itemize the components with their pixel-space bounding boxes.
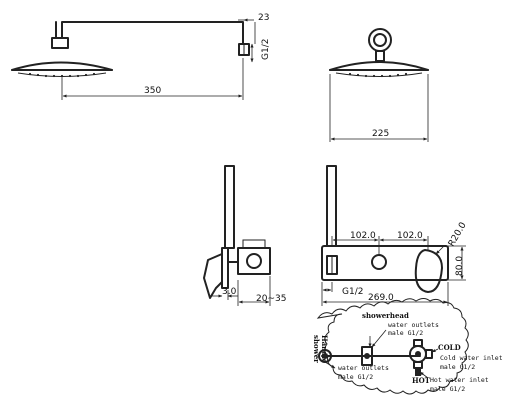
riser-pipe	[224, 165, 235, 249]
dim-height-label: 80.0	[455, 256, 465, 276]
hot-label: HOT	[412, 376, 431, 385]
front-nozzle-row	[348, 72, 408, 78]
outlets-top-line2: male G1/2	[388, 329, 423, 337]
outlets-bottom-line1: water outlets	[338, 364, 389, 372]
hot-inlet-stub	[415, 368, 421, 376]
showerhead-front-view: 225	[329, 28, 429, 142]
dim-thread-height-label: 23	[258, 13, 269, 23]
dim-arm-label: 350	[144, 86, 161, 96]
dim-width-label: 225	[372, 129, 389, 139]
wall-plate	[221, 247, 229, 289]
dim-front-thread-label: G1/2	[342, 287, 363, 297]
front-plate	[321, 245, 449, 281]
dim-right-label: 102.0	[397, 231, 423, 241]
showerhead-label: showerhead	[362, 311, 409, 320]
cloud-outline	[316, 298, 469, 395]
swivel-ring	[368, 28, 392, 52]
front-riser-pipe	[326, 165, 337, 247]
dim-plate-label: 3.0	[222, 287, 237, 297]
center-valve	[361, 346, 373, 366]
lever-handle	[203, 253, 223, 299]
hot-inlet-line2: male G1/2	[430, 385, 465, 393]
cold-inlet-line2: male G1/2	[440, 363, 475, 371]
dim-total-label: 269.0	[368, 293, 394, 303]
valve-detail-cloud: Handle shower water outlets male G1/2 sh…	[312, 298, 503, 395]
shower-head-plate	[11, 61, 113, 71]
dim-depth-label: 20~35	[256, 294, 286, 304]
shower-label: shower	[312, 335, 321, 363]
dim-left-label: 102.0	[350, 231, 376, 241]
valve-body	[237, 247, 271, 275]
outlets-bottom-line2: male G1/2	[338, 373, 373, 381]
shower-arm	[61, 21, 244, 45]
mixer-side-view: 3.0 20~35	[203, 165, 286, 306]
dim-radius-label: R20.0	[447, 220, 469, 248]
cold-inlet-line1: Cold water inlet	[440, 354, 503, 362]
mixer-lever	[414, 249, 443, 293]
cold-label: COLD	[438, 343, 461, 352]
outlets-top-line1: water outlets	[388, 321, 439, 329]
diverter-knob	[371, 254, 387, 270]
dim-thread-label: G1/2	[261, 39, 271, 60]
mixer-front-view: 102.0 102.0 R20.0 80.0 G1/2 269.0	[321, 165, 469, 306]
showerhead-side-view: 350 23 G1/2	[11, 13, 271, 100]
hot-inlet-line1: Hot water inlet	[430, 376, 489, 384]
